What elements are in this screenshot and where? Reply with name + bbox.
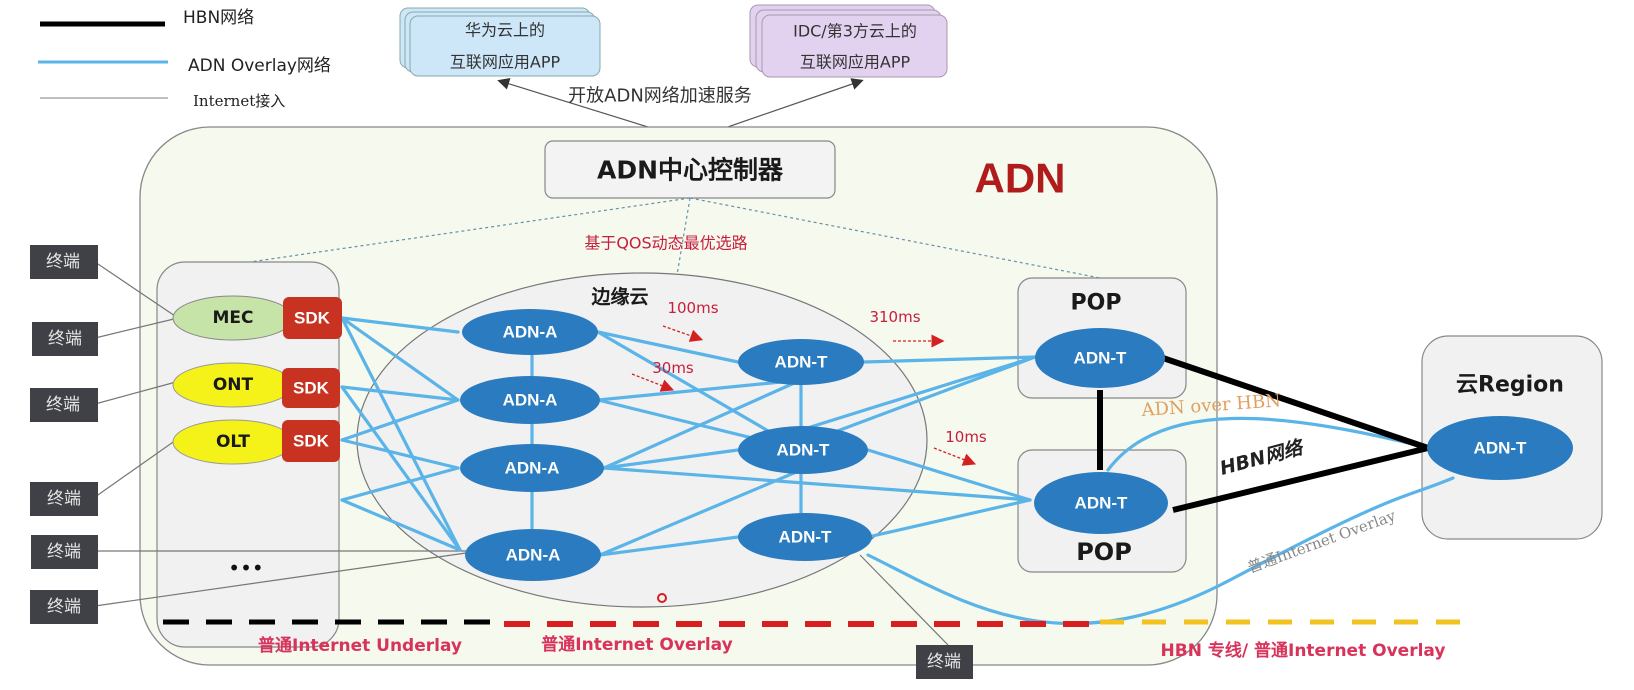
pop-2-adn-t-node[interactable]: ADN-T [1034, 472, 1168, 534]
underlay-label: 普通Internet Underlay [258, 635, 462, 656]
adn-a-node-3[interactable]: ADN-A [460, 444, 604, 492]
app-box-idc: IDC/第3方云上的 互联网应用APP [749, 4, 948, 78]
svg-text:ADN-T: ADN-T [1074, 349, 1127, 368]
svg-text:ADN-A: ADN-A [506, 546, 561, 565]
svg-text:SDK: SDK [294, 309, 331, 328]
adn-a-node-1[interactable]: ADN-A [462, 309, 598, 355]
access-node-ont: ONT [172, 362, 294, 408]
legend: HBN网络 ADN Overlay网络 Internet接入 [38, 8, 331, 110]
legend-overlay-label: ADN Overlay网络 [188, 56, 331, 76]
adn-a-node-4[interactable]: ADN-A [465, 529, 601, 581]
service-label: 开放ADN网络加速服务 [568, 86, 752, 107]
svg-text:OLT: OLT [216, 432, 250, 452]
svg-text:ADN-A: ADN-A [503, 391, 558, 410]
svg-text:SDK: SDK [293, 432, 330, 451]
svg-text:终端: 终端 [46, 252, 80, 272]
sdk-badge-2: SDK [282, 368, 340, 408]
region-label: 云Region [1456, 373, 1564, 398]
pop-1-adn-t-node[interactable]: ADN-T [1035, 328, 1165, 388]
adn-t-node-1[interactable]: ADN-T [738, 339, 864, 385]
svg-text:终端: 终端 [48, 329, 82, 349]
svg-text:SDK: SDK [293, 379, 330, 398]
pop-2-label: POP [1076, 538, 1132, 566]
app-box-huawei: 华为云上的 互联网应用APP [399, 7, 601, 77]
access-node-mec: MEC [172, 295, 294, 341]
legend-hbn-label: HBN网络 [183, 8, 254, 28]
terminal-6: 终端 [30, 590, 98, 624]
pop-1-label: POP [1071, 291, 1122, 316]
latency-markers: 100ms 30ms 310ms 10ms [631, 299, 987, 466]
terminal-1: 终端 [30, 245, 98, 279]
svg-text:ADN-T: ADN-T [777, 441, 830, 460]
more-nodes-ellipsis: ••• [228, 556, 263, 580]
sdk-badge-1: SDK [283, 297, 342, 339]
latency-100ms: 100ms [667, 299, 718, 317]
control-dotted-lines [249, 197, 1101, 279]
terminal-2: 终端 [32, 322, 98, 356]
latency-310ms: 310ms [869, 308, 920, 326]
svg-text:ADN-A: ADN-A [505, 459, 560, 478]
pointer-marker [657, 593, 667, 603]
svg-text:ADN-T: ADN-T [775, 353, 828, 372]
edge-cloud-label: 边缘云 [590, 286, 648, 308]
svg-text:终端: 终端 [47, 597, 81, 617]
internet-access-lines [94, 261, 949, 646]
svg-text:ADN-T: ADN-T [779, 528, 832, 547]
qos-label: 基于QOS动态最优选路 [584, 234, 747, 253]
sdk-badge-3: SDK [282, 420, 340, 462]
latency-10ms: 10ms [945, 428, 987, 446]
terminal-3: 终端 [30, 388, 98, 422]
adn-title: ADN [975, 155, 1066, 202]
app-huawei-line2: 互联网应用APP [450, 53, 561, 72]
app-huawei-line1: 华为云上的 [465, 21, 545, 40]
svg-text:MEC: MEC [212, 308, 253, 328]
hbn-links [1097, 355, 1429, 513]
adn-a-node-2[interactable]: ADN-A [460, 376, 600, 424]
latency-30ms: 30ms [652, 359, 694, 377]
svg-text:终端: 终端 [927, 652, 961, 672]
legend-internet-label: Internet接入 [193, 92, 285, 110]
terminal-5: 终端 [31, 535, 98, 569]
overlay-label: 普通Internet Overlay [541, 634, 732, 655]
internet-overlay-label: 普通Internet Overlay [1245, 506, 1398, 576]
region-adn-t-node[interactable]: ADN-T [1427, 416, 1573, 480]
svg-text:终端: 终端 [46, 395, 80, 415]
hbn-label: HBN 专线/ 普通Internet Overlay [1161, 640, 1446, 661]
svg-text:ADN-T: ADN-T [1075, 494, 1128, 513]
terminal-7: 终端 [916, 645, 973, 679]
controller-label: ADN中心控制器 [597, 156, 784, 185]
svg-text:终端: 终端 [47, 489, 81, 509]
app-idc-line1: IDC/第3方云上的 [793, 22, 917, 41]
adn-t-node-3[interactable]: ADN-T [738, 513, 872, 561]
svg-text:ADN-A: ADN-A [503, 323, 558, 342]
access-node-olt: OLT [172, 419, 294, 465]
terminal-4: 终端 [30, 482, 98, 516]
svg-text:ADN-T: ADN-T [1474, 439, 1527, 458]
hbn-network-label: HBN网络 [1218, 436, 1308, 480]
svg-text:ONT: ONT [213, 375, 254, 395]
app-idc-line2: 互联网应用APP [800, 53, 911, 72]
adn-t-node-2[interactable]: ADN-T [738, 426, 868, 474]
svg-text:终端: 终端 [47, 542, 81, 562]
